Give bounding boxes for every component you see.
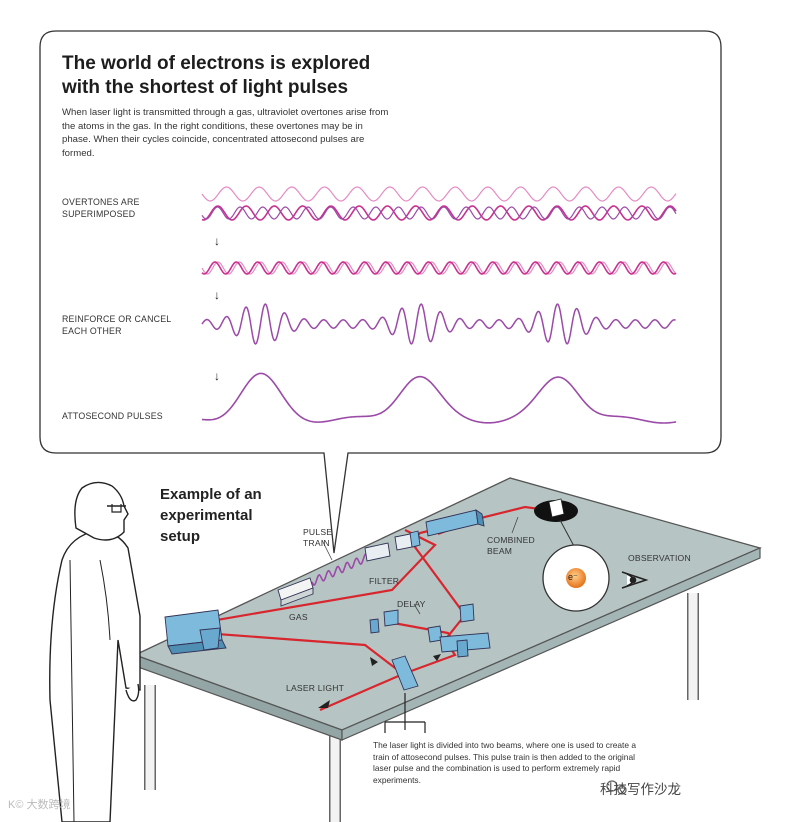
setup-caption: Example of an experimental setup [160,484,290,547]
wave-label-line2: EACH OTHER [62,326,171,338]
setup-caption-line1: Example of an [160,484,290,505]
down-arrow-icon: ↓ [214,234,220,248]
brand-name: 科技写作沙龙 [600,778,681,798]
label-delay: DELAY [397,599,426,610]
down-arrow-icon: ↓ [214,369,220,383]
label-line: TRAIN [303,538,332,549]
electron-label: e⁻ [568,572,578,583]
callout-title: The world of electrons is explored with … [62,52,442,100]
footnote-text: The laser light is divided into two beam… [373,740,638,786]
wave-label-attosecond: ATTOSECOND PULSES [62,411,163,423]
wave-label-overtones: OVERTONES ARE SUPERIMPOSED [62,197,140,220]
label-observation: OBSERVATION [628,553,691,564]
wave-label-line2: SUPERIMPOSED [62,209,140,221]
scientist-figure [50,482,140,822]
label-line: COMBINED [487,535,535,546]
callout-description: When laser light is transmitted through … [62,106,392,160]
watermark: K© 大数跨境 [8,796,71,812]
setup-caption-line3: setup [160,526,290,547]
callout-title-line1: The world of electrons is explored [62,52,442,76]
setup-caption-line2: experimental [160,505,290,526]
label-filter: FILTER [369,576,399,587]
label-pulse-train: PULSE TRAIN [303,527,332,548]
label-line: BEAM [487,546,535,557]
label-laser-light: LASER LIGHT [286,683,344,694]
wave-label-line1: ATTOSECOND PULSES [62,411,163,423]
label-gas: GAS [289,612,308,623]
callout-title-line2: with the shortest of light pulses [62,76,442,100]
wave-label-line1: OVERTONES ARE [62,197,140,209]
label-line: PULSE [303,527,332,538]
wave-label-reinforce: REINFORCE OR CANCEL EACH OTHER [62,314,171,337]
wave-label-line1: REINFORCE OR CANCEL [62,314,171,326]
label-combined-beam: COMBINED BEAM [487,535,535,556]
down-arrow-icon: ↓ [214,288,220,302]
